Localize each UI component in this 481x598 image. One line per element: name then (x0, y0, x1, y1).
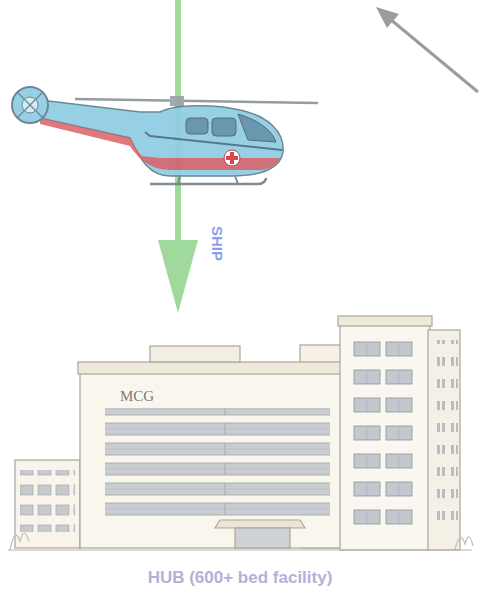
hub-caption: HUB (600+ bed facility) (15, 568, 465, 588)
hospital-illustration (8, 316, 473, 550)
tail-fan (12, 87, 48, 123)
entrance-canopy (215, 520, 305, 528)
tail-fan-blade (17, 92, 43, 118)
cabin-window (212, 118, 236, 136)
fuselage (40, 100, 283, 176)
landing-skid (150, 178, 266, 184)
building-sign: MCG (120, 388, 154, 405)
ground-line (8, 549, 472, 550)
helicopter-illustration (12, 87, 318, 184)
cabin-window (186, 118, 208, 134)
entrance-doors (235, 528, 290, 548)
tail-fan-blade (17, 92, 43, 118)
cockpit-window (238, 114, 276, 142)
left-wing (15, 460, 80, 548)
tower-roof (338, 316, 432, 326)
pointer-arrow (376, 7, 478, 92)
tower (340, 318, 430, 550)
arrow-head (158, 240, 198, 313)
side-tower (428, 330, 460, 550)
tower-windows (352, 332, 416, 532)
arrow-head (376, 7, 399, 28)
red-cross-emblem (224, 150, 240, 166)
ship-label: SHIP (209, 226, 226, 261)
hospital-node: MCG HUB (600+ bed facility) (15, 318, 465, 593)
main-roof (78, 362, 346, 374)
side-windows (432, 340, 458, 530)
rotor-hub (170, 96, 184, 106)
red-cross (226, 152, 238, 164)
main-block (80, 372, 345, 548)
main-rotor (75, 99, 318, 103)
main-windows (105, 408, 330, 516)
roof-structure (150, 346, 240, 362)
shrubs (10, 533, 473, 550)
arrow-shaft (390, 19, 478, 92)
wing-windows (20, 470, 75, 532)
